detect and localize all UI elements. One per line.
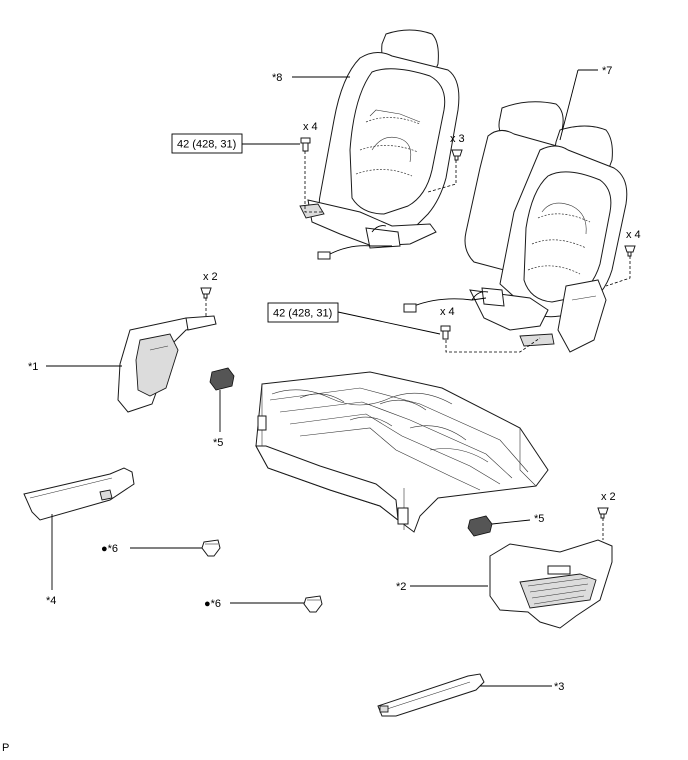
corner-mark: P (2, 742, 9, 754)
torque-spec-lower: 42 (428, 31) (273, 308, 332, 320)
quantity-clip-upper: x 3 (450, 133, 465, 145)
clip-6a-illustration (201, 539, 221, 557)
quantity-clip-lower: x 2 (601, 491, 616, 503)
bolt-upper-illustration (300, 137, 311, 152)
bolt-mid-illustration (440, 325, 451, 340)
quantity-clip-right: x 4 (626, 229, 641, 241)
scuff-plate-4-illustration (23, 467, 135, 521)
torque-spec-upper: 42 (428, 31) (177, 139, 236, 151)
clip-upper-illustration (451, 149, 463, 161)
torque-box-lower: 42 (428, 31) (267, 302, 339, 323)
side-panel-2-illustration (489, 539, 613, 629)
callout-5a: *5 (213, 437, 223, 449)
clip-lower-illustration (597, 507, 609, 519)
callout-2: *2 (396, 581, 406, 593)
clip-left-illustration (200, 287, 212, 299)
callout-5b: *5 (534, 513, 544, 525)
seat-cushion-frame-illustration (255, 371, 549, 533)
quantity-bolt-mid: x 4 (440, 306, 455, 318)
callout-4: *4 (46, 595, 56, 607)
seatback-7-illustration (403, 101, 628, 353)
clip-6b-illustration (303, 595, 323, 613)
clip-5b-illustration (467, 515, 493, 537)
clip-right-illustration (624, 245, 636, 257)
quantity-bolt-upper: x 4 (303, 121, 318, 133)
callout-6b: ●*6 (204, 598, 221, 610)
side-panel-1-illustration (117, 315, 217, 413)
clip-5a-illustration (209, 367, 235, 391)
callout-8: *8 (272, 72, 282, 84)
leader-lines (46, 69, 598, 687)
callout-6a: ●*6 (101, 543, 118, 555)
callout-7: *7 (602, 65, 612, 77)
installation-lines (205, 151, 631, 540)
callout-1: *1 (28, 361, 38, 373)
callout-3: *3 (554, 681, 564, 693)
torque-box-upper: 42 (428, 31) (171, 133, 243, 154)
scuff-plate-3-illustration (377, 673, 485, 717)
seatback-8-illustration (299, 29, 460, 260)
quantity-clip-left: x 2 (203, 271, 218, 283)
